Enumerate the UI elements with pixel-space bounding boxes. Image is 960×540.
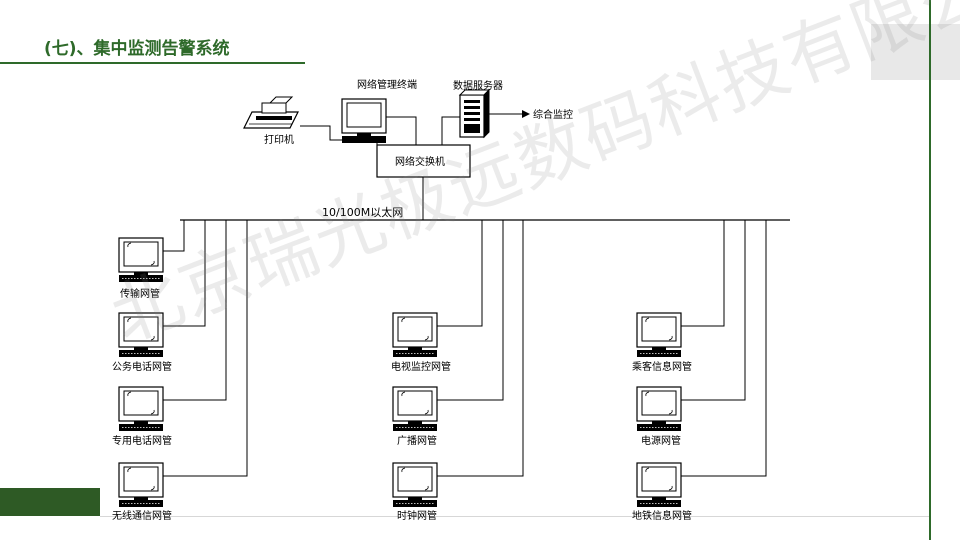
terminal-label: 网络管理终端 <box>357 78 417 91</box>
passenger-info-nms-pc-icon <box>636 312 682 358</box>
transmission-nms-pc-icon <box>118 237 164 283</box>
corner-decoration <box>871 24 960 80</box>
cctv-nms-pc-icon <box>392 312 438 358</box>
left-item-4: 无线通信网管 <box>112 509 172 522</box>
terminal-icon <box>341 98 387 143</box>
switch-box <box>376 144 471 178</box>
left-item-3: 专用电话网管 <box>112 434 172 447</box>
clock-nms-pc-icon <box>392 462 438 508</box>
monitor-label: 综合监控 <box>533 108 573 121</box>
right-item-1: 乘客信息网管 <box>632 360 692 373</box>
title-underline <box>0 62 305 64</box>
server-icon <box>458 88 491 139</box>
switch-label: 网络交换机 <box>395 155 445 168</box>
page-title: (七)、集中监测告警系统 <box>44 39 230 59</box>
footer-block <box>0 488 100 516</box>
network-label: 10/100M以太网 <box>322 206 403 219</box>
server-label: 数据服务器 <box>453 79 503 92</box>
printer-label: 打印机 <box>264 133 294 146</box>
dedicated-phone-nms-pc-icon <box>118 386 164 432</box>
public-phone-nms-pc-icon <box>118 312 164 358</box>
right-frame-line <box>929 0 931 540</box>
middle-item-3: 时钟网管 <box>397 509 437 522</box>
printer-icon <box>243 96 299 129</box>
footer-line <box>100 516 929 517</box>
right-item-2: 电源网管 <box>641 434 681 447</box>
metro-info-nms-pc-icon <box>636 462 682 508</box>
left-item-1: 传输网管 <box>120 287 160 300</box>
wireless-nms-pc-icon <box>118 462 164 508</box>
right-item-3: 地铁信息网管 <box>632 509 692 522</box>
power-nms-pc-icon <box>636 386 682 432</box>
arrow-right-icon <box>522 110 530 118</box>
middle-item-2: 广播网管 <box>397 434 437 447</box>
middle-item-1: 电视监控网管 <box>391 360 451 373</box>
left-item-2: 公务电话网管 <box>112 360 172 373</box>
broadcast-nms-pc-icon <box>392 386 438 432</box>
